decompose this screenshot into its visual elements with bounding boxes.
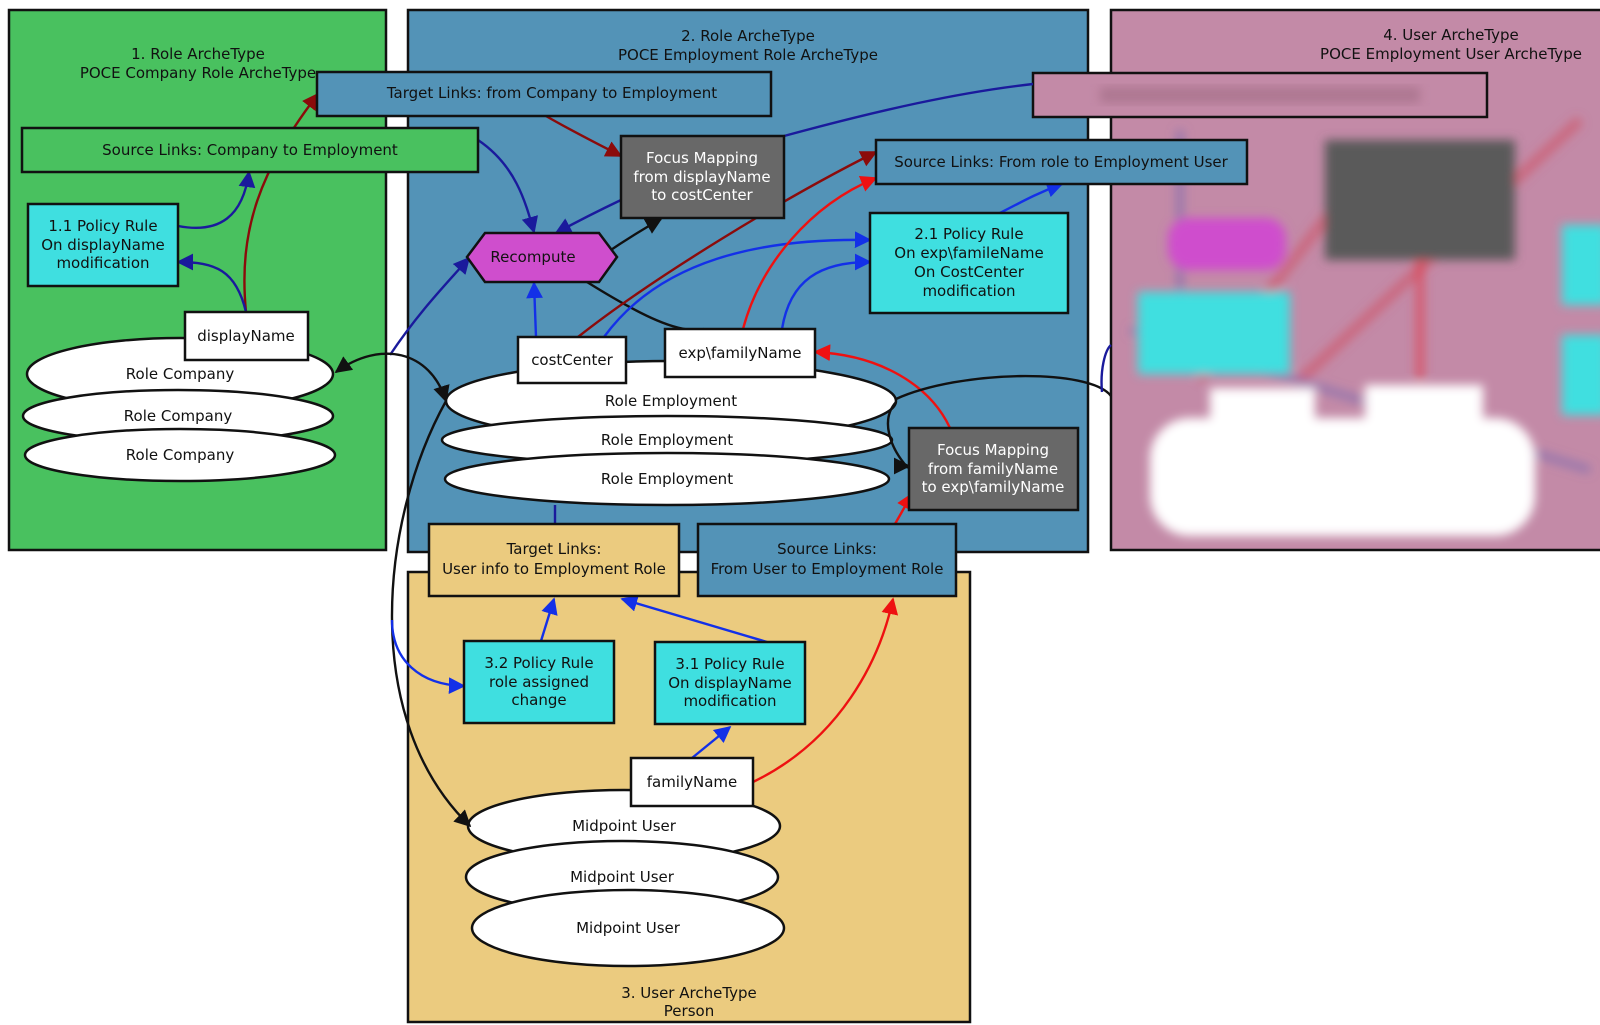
connector-arrow	[243, 92, 320, 313]
display-name-company-label: displayName	[197, 327, 295, 345]
target-links-company-employment-box[interactable]	[315, 70, 773, 118]
focus-mapping-family-exp-line3: to exp\familyName	[922, 478, 1065, 496]
policy-rule-1-1-line3: modification	[56, 254, 149, 272]
focus-mapping-display-cost-line1: Focus Mapping	[646, 149, 758, 167]
focus-mapping-display-cost-line3: to costCenter	[651, 186, 753, 204]
target-links-user-info-box[interactable]	[427, 522, 681, 598]
target-links-user-info-line1: Target Links:	[506, 540, 602, 558]
connector-arrow	[895, 374, 1112, 401]
pane-title-user-person-2: Person	[664, 1002, 714, 1020]
pane-title-user-employment-1: 4. User ArcheType	[1383, 26, 1519, 44]
policy-rule-3-1-line1: 3.1 Policy Rule	[675, 655, 784, 673]
source-links-company-employment-box[interactable]	[20, 126, 480, 174]
policy-rule-3-1-line2: On displayName	[668, 674, 792, 692]
connectors	[176, 82, 1112, 828]
family-name-box[interactable]	[629, 756, 755, 808]
policy-rule-3-1-line3: modification	[683, 692, 776, 710]
stack-ellipse[interactable]	[470, 888, 786, 968]
connector-arrow	[176, 253, 248, 313]
policy-rule-2-1-line1: 2.1 Policy Rule	[914, 225, 1023, 243]
connector-arrow	[526, 281, 543, 338]
target-links-user-info-line2: User info to Employment Role	[442, 560, 666, 578]
stack-ellipse-label: Role Employment	[601, 431, 733, 449]
pane-title-role-employment-2: POCE Employment Role ArcheType	[618, 46, 878, 64]
connector-arrow	[389, 256, 471, 356]
stack-ellipse-label: Midpoint User	[570, 868, 675, 886]
stack-ellipse-label: Role Company	[126, 446, 235, 464]
connector-arrow	[752, 597, 899, 784]
policy-rule-2-1-line4: modification	[922, 282, 1015, 300]
cost-center-label: costCenter	[531, 351, 613, 369]
recompute-label: Recompute	[490, 248, 575, 266]
stack-ellipse-label: Role Company	[124, 407, 233, 425]
display-name-company-box[interactable]	[183, 310, 310, 362]
policy-rule-3-1-box[interactable]	[653, 640, 807, 726]
source-links-role-user-label: Source Links: From role to Employment Us…	[894, 153, 1228, 171]
connector-arrow	[1100, 344, 1112, 393]
stack-ellipse-label: Role Employment	[601, 470, 733, 488]
focus-mapping-display-cost-line2: from displayName	[633, 168, 770, 186]
connector-arrow	[177, 170, 256, 229]
policy-rule-1-1-line1: 1.1 Policy Rule	[48, 217, 157, 235]
pane-title-user-person-1: 3. User ArcheType	[621, 984, 757, 1002]
connector-arrow	[390, 619, 466, 695]
stack-ellipse-label: Midpoint User	[572, 817, 677, 835]
focus-mapping-display-cost-box[interactable]	[619, 134, 786, 220]
connector-arrow	[741, 175, 878, 330]
redacted-link-text	[1100, 87, 1420, 103]
policy-rule-1-1-line2: On displayName	[41, 236, 165, 254]
pane-title-role-company-1: 1. Role ArcheType	[131, 45, 265, 63]
source-links-role-user-box[interactable]	[874, 138, 1249, 186]
connector-arrow	[691, 725, 732, 759]
connector-arrow	[886, 401, 909, 469]
connector-arrow	[999, 181, 1064, 215]
connector-arrow	[620, 595, 768, 644]
connector-arrow	[477, 139, 538, 234]
connector-arrow	[603, 231, 872, 338]
connector-arrow	[539, 597, 558, 642]
connector-arrow	[554, 198, 622, 235]
redacted-region	[1128, 116, 1600, 536]
connector-arrow	[780, 253, 872, 330]
pane-title-user-employment-2: POCE Employment User ArcheType	[1320, 45, 1582, 63]
stack-ellipse-label: Role Employment	[605, 392, 737, 410]
source-links-user-employment-box[interactable]	[696, 522, 958, 598]
family-name-label: familyName	[647, 773, 738, 791]
stack-ellipse[interactable]	[443, 451, 891, 507]
policy-rule-3-2-line3: change	[511, 691, 566, 709]
policy-rule-2-1-line2: On exp\famileName	[894, 244, 1043, 262]
pane-title-role-employment-1: 2. Role ArcheType	[681, 27, 815, 45]
focus-mapping-family-exp-line1: Focus Mapping	[937, 441, 1049, 459]
policy-rule-1-1-box[interactable]	[26, 202, 180, 288]
connector-arrow	[390, 400, 472, 828]
policy-rule-3-2-box[interactable]	[462, 639, 616, 725]
source-links-company-employment-label: Source Links: Company to Employment	[102, 141, 398, 159]
connector-arrow	[783, 82, 1034, 138]
cost-center-box[interactable]	[516, 335, 628, 385]
stack-ellipse-label: Midpoint User	[576, 919, 681, 937]
connector-arrow	[545, 114, 623, 158]
source-links-user-employment-line1: Source Links:	[777, 540, 877, 558]
policy-rule-2-1-box[interactable]	[868, 211, 1070, 315]
exp-family-name-box[interactable]	[663, 327, 817, 379]
policy-rule-2-1-line3: On CostCenter	[914, 263, 1025, 281]
connector-arrow	[334, 352, 450, 403]
stack-ellipse-label: Role Company	[126, 365, 235, 383]
exp-family-name-label: exp\familyName	[679, 344, 802, 362]
policy-rule-3-2-line2: role assigned	[489, 673, 589, 691]
connector-arrow	[577, 150, 878, 338]
stack-ellipse[interactable]	[23, 427, 337, 483]
source-links-user-employment-line2: From User to Employment Role	[711, 560, 944, 578]
recompute-hexagon[interactable]	[465, 231, 619, 284]
focus-mapping-family-exp-box[interactable]	[907, 426, 1080, 512]
policy-rule-3-2-line1: 3.2 Policy Rule	[484, 654, 593, 672]
focus-mapping-family-exp-line2: from familyName	[928, 460, 1058, 478]
target-links-company-employment-label: Target Links: from Company to Employment	[386, 84, 717, 102]
pane-title-role-company-2: POCE Company Role ArcheType	[80, 64, 316, 82]
connector-arrow	[813, 344, 952, 429]
